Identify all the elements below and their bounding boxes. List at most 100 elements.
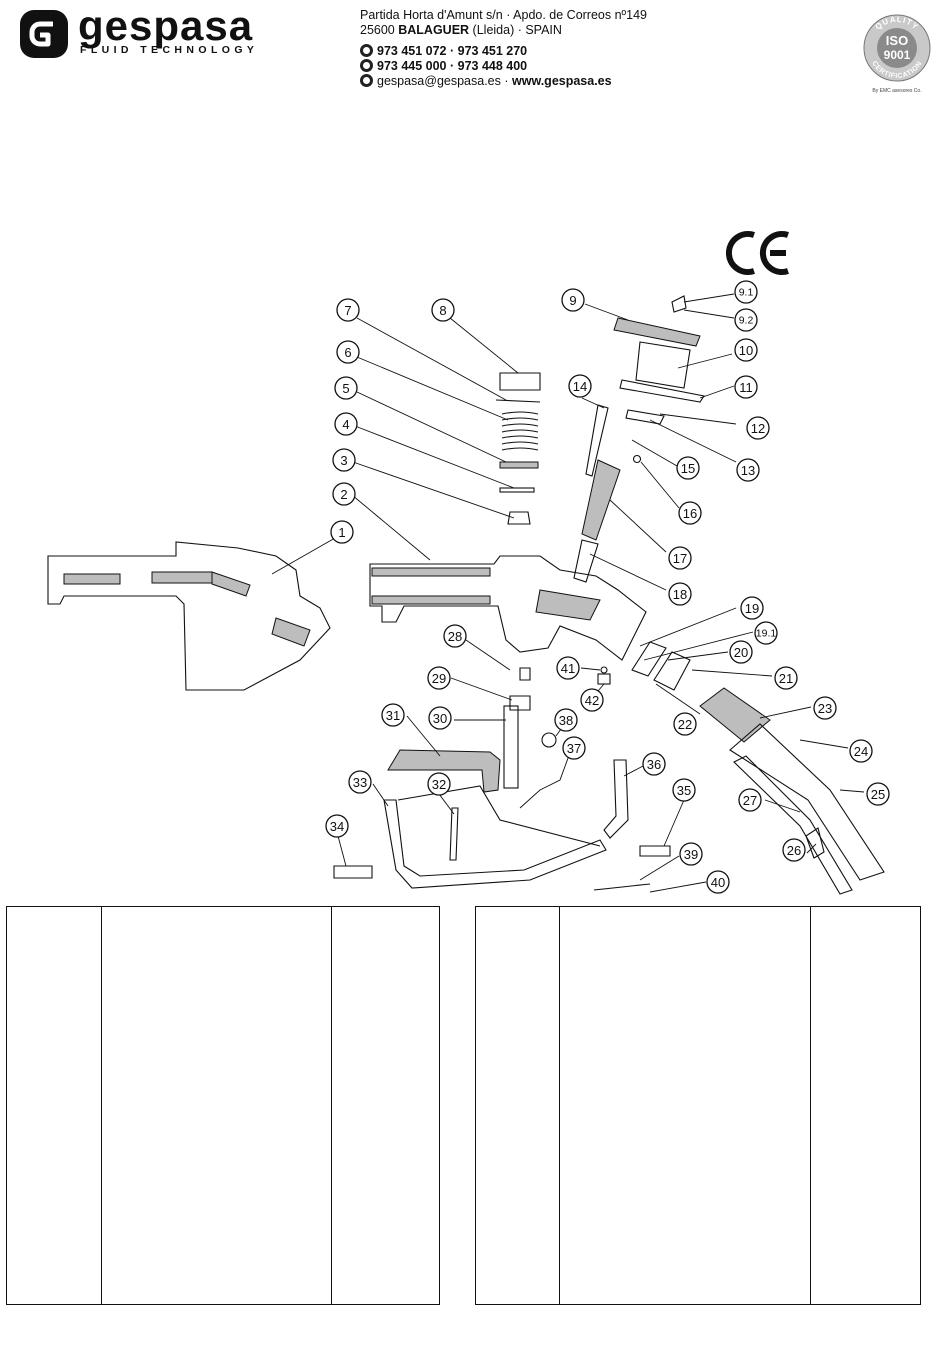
part-callout-16: 16 xyxy=(678,501,702,525)
part-callout-label: 36 xyxy=(647,757,661,772)
part-callout-label: 19.1 xyxy=(756,628,777,640)
part-callout-label: 14 xyxy=(573,379,587,394)
part-callout-41: 41 xyxy=(556,656,580,680)
web-link[interactable]: www.gespasa.es xyxy=(512,74,612,88)
diaphragm-assembly-part xyxy=(573,295,705,583)
nozzle-body-part xyxy=(369,555,647,661)
part-callout-label: 9.2 xyxy=(739,315,754,327)
part-callout-label: 35 xyxy=(677,783,691,798)
spout-assembly-part xyxy=(631,641,885,895)
part-callout-label: 9.1 xyxy=(739,287,754,299)
part-callout-20: 20 xyxy=(729,640,753,664)
phone-numbers: 973 451 072 · 973 451 270 xyxy=(377,44,528,58)
part-callout-label: 9 xyxy=(569,293,576,308)
address-line-1: Partida Horta d'Amunt s/n · Apdo. de Cor… xyxy=(360,8,647,22)
part-callout-42: 42 xyxy=(580,688,604,712)
part-callout-label: 13 xyxy=(741,463,755,478)
part-callout-9-2: 9.2 xyxy=(734,308,758,332)
part-callout-30: 30 xyxy=(428,706,452,730)
city: BALAGUER xyxy=(398,23,470,37)
parts-table-left xyxy=(6,906,440,1305)
phone-line: 973 451 072 · 973 451 270 xyxy=(360,44,680,59)
part-callout-label: 6 xyxy=(344,345,351,360)
part-callout-label: 3 xyxy=(340,453,347,468)
part-callout-label: 24 xyxy=(854,744,868,759)
gespasa-logo: gespasa FLUID TECHNOLOGY xyxy=(18,2,280,60)
ce-mark-icon xyxy=(726,231,789,275)
contact-block: Partida Horta d'Amunt s/n · Apdo. de Cor… xyxy=(360,8,680,89)
phone-icon xyxy=(360,44,373,57)
part-callout-8: 8 xyxy=(431,298,455,322)
part-callout-19-1: 19.1 xyxy=(754,621,778,645)
part-callout-21: 21 xyxy=(774,666,798,690)
part-callout-18: 18 xyxy=(668,582,692,606)
part-callout-4: 4 xyxy=(334,412,358,436)
part-callout-label: 18 xyxy=(673,587,687,602)
part-callout-label: 41 xyxy=(561,661,575,676)
part-callout-label: 31 xyxy=(386,708,400,723)
part-callout-24: 24 xyxy=(849,739,873,763)
part-callout-label: 16 xyxy=(683,506,697,521)
table-right-column-divider-2 xyxy=(810,907,811,1304)
part-callout-label: 39 xyxy=(684,847,698,862)
part-callout-25: 25 xyxy=(866,782,890,806)
part-callout-label: 15 xyxy=(681,461,695,476)
table-left-column-divider-2 xyxy=(331,907,332,1304)
fax-line: 973 445 000 · 973 448 400 xyxy=(360,59,680,74)
part-callout-39: 39 xyxy=(679,842,703,866)
email-link[interactable]: gespasa@gespasa.es xyxy=(377,74,501,88)
spring-stack-part xyxy=(495,372,541,525)
part-callout-28: 28 xyxy=(443,624,467,648)
part-callout-label: 23 xyxy=(818,701,832,716)
part-callout-label: 17 xyxy=(673,551,687,566)
part-callout-label: 8 xyxy=(439,303,446,318)
part-callout-label: 25 xyxy=(871,787,885,802)
address-line-2: 25600 BALAGUER (Lleida) · SPAIN xyxy=(360,23,680,38)
part-callout-label: 42 xyxy=(585,693,599,708)
part-callout-label: 7 xyxy=(344,303,351,318)
part-callout-36: 36 xyxy=(642,752,666,776)
part-callout-13: 13 xyxy=(736,458,760,482)
part-callout-7: 7 xyxy=(336,298,360,322)
part-callout-label: 21 xyxy=(779,671,793,686)
part-callout-9: 9 xyxy=(561,288,585,312)
part-callout-label: 10 xyxy=(739,343,753,358)
lever-assembly-part xyxy=(333,666,671,891)
part-callout-label: 27 xyxy=(743,793,757,808)
part-callout-label: 22 xyxy=(678,717,692,732)
fax-icon xyxy=(360,59,373,72)
part-callout-label: 37 xyxy=(567,741,581,756)
part-callout-9-1: 9.1 xyxy=(734,280,758,304)
part-callout-23: 23 xyxy=(813,696,837,720)
part-callout-label: 34 xyxy=(330,819,344,834)
part-callout-label: 32 xyxy=(432,777,446,792)
part-callout-label: 11 xyxy=(739,380,753,395)
part-callout-34: 34 xyxy=(325,814,349,838)
part-callout-14: 14 xyxy=(568,374,592,398)
part-callout-6: 6 xyxy=(336,340,360,364)
part-callout-29: 29 xyxy=(427,666,451,690)
part-callout-26: 26 xyxy=(782,838,806,862)
table-right-column-divider-1 xyxy=(559,907,560,1304)
part-callout-15: 15 xyxy=(676,456,700,480)
part-callout-1: 1 xyxy=(330,520,354,544)
postcode: 25600 xyxy=(360,23,399,37)
part-callout-label: 20 xyxy=(734,645,748,660)
part-callout-33: 33 xyxy=(348,770,372,794)
fax-numbers: 973 445 000 · 973 448 400 xyxy=(377,59,528,73)
part-callout-label: 29 xyxy=(432,671,446,686)
part-callout-35: 35 xyxy=(672,778,696,802)
part-callout-38: 38 xyxy=(554,708,578,732)
part-callout-19: 19 xyxy=(740,596,764,620)
part-callout-label: 28 xyxy=(448,629,462,644)
gespasa-logo-icon xyxy=(20,10,68,58)
iso-9001-seal-icon: QUALITY CERTIFICATION ISO 9001 By EMC as… xyxy=(863,14,931,94)
part-callout-label: 4 xyxy=(342,417,349,432)
part-callout-label: 33 xyxy=(353,775,367,790)
email-web-line: gespasa@gespasa.es · www.gespasa.es xyxy=(360,74,680,89)
part-callout-10: 10 xyxy=(734,338,758,362)
part-callout-27: 27 xyxy=(738,788,762,812)
parts-table-right xyxy=(475,906,921,1305)
part-callout-17: 17 xyxy=(668,546,692,570)
